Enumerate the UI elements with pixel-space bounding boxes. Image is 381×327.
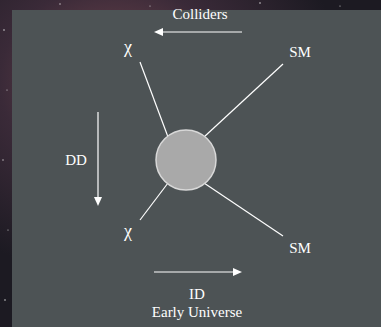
arrow-head (94, 197, 102, 206)
id-arrow (154, 271, 236, 272)
star (59, 3, 60, 4)
chi-line (140, 183, 168, 220)
star (149, 5, 150, 6)
star (7, 229, 8, 230)
particle-label: χ (124, 222, 132, 242)
star (339, 5, 340, 6)
sm-line (204, 64, 283, 137)
star (6, 89, 7, 90)
arrow-label: ID (189, 286, 205, 303)
arrow-label: Colliders (173, 6, 228, 23)
particle-label: χ (124, 38, 132, 58)
star (3, 29, 5, 31)
star (4, 299, 6, 301)
star (259, 2, 261, 4)
interaction-blob (156, 130, 216, 190)
sm-line (204, 183, 283, 236)
particle-label: SM (289, 240, 311, 257)
arrow-head (154, 28, 163, 36)
slide-panel (12, 10, 381, 327)
process-lines (140, 62, 283, 236)
direction-arrows (94, 28, 242, 276)
arrow-head (233, 268, 242, 276)
dd-arrow (97, 112, 98, 200)
chi-line (140, 62, 168, 137)
particle-label: SM (289, 44, 311, 61)
star (2, 159, 3, 160)
colliders-arrow (160, 31, 242, 32)
arrow-label: Early Universe (152, 304, 242, 321)
arrow-label: DD (65, 152, 87, 169)
